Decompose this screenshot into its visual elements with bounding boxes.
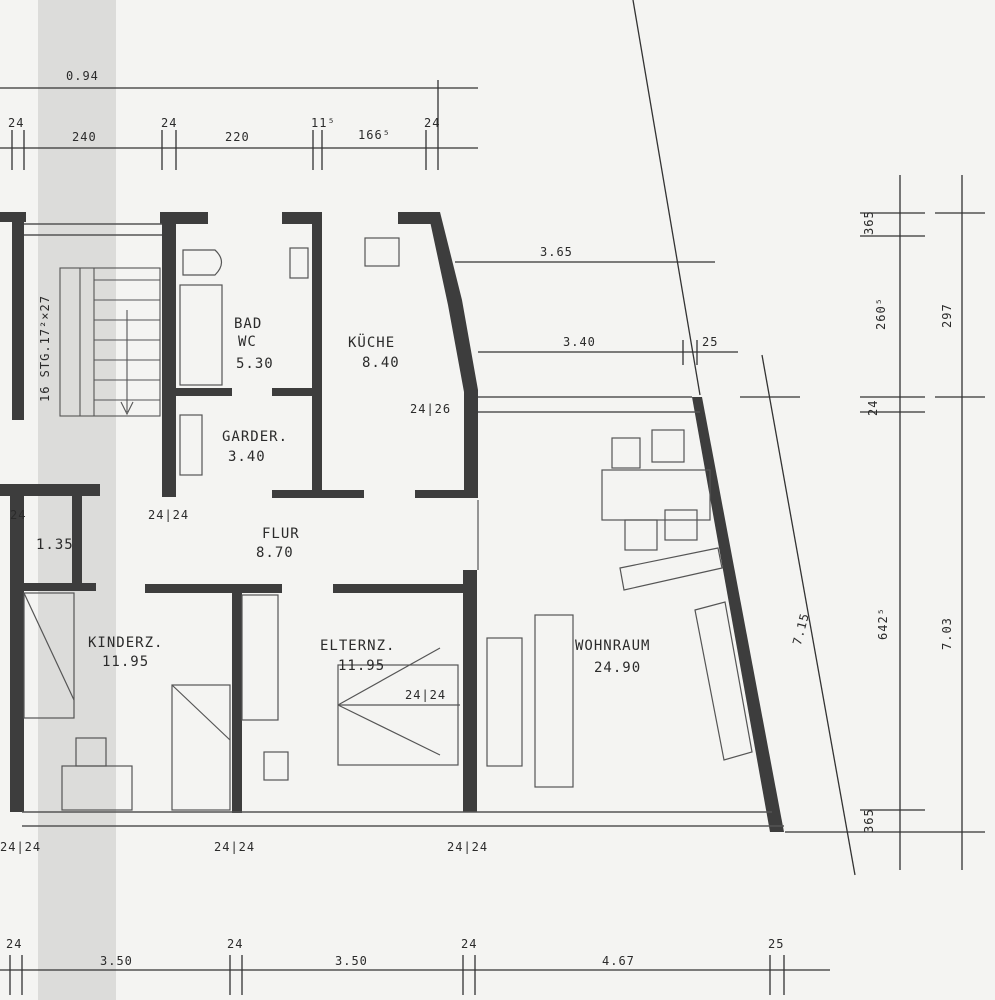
dim-top-220: 220 xyxy=(225,130,250,144)
dim-bot-25: 25 xyxy=(768,937,785,951)
wall-24-24-d: 24|24 xyxy=(214,840,256,854)
dim-right-365-bot: 365 xyxy=(862,808,876,833)
dim-bot-4-67: 4.67 xyxy=(602,954,635,968)
wall-24-24-a: 24|24 xyxy=(148,508,190,522)
dim-top-24-b: 24 xyxy=(161,116,178,130)
dim-25: 25 xyxy=(702,335,719,349)
dim-right-365-top: 365 xyxy=(862,210,876,235)
wall-24-26: 24|26 xyxy=(410,402,452,416)
dim-top-11-5: 11⁵ xyxy=(311,116,336,130)
wall-24-24-e: 24|24 xyxy=(447,840,489,854)
dim-right-703: 7.03 xyxy=(940,617,954,650)
room-name-bad: BAD xyxy=(234,316,263,332)
room-name-elternz: ELTERNZ. xyxy=(320,638,396,654)
room-area-flur: 8.70 xyxy=(256,545,294,561)
dim-3-40: 3.40 xyxy=(563,335,596,349)
room-name-garder: GARDER. xyxy=(222,429,289,445)
fixtures xyxy=(23,237,753,811)
stair-note: 16 STG.17²×27 xyxy=(38,295,52,402)
dim-top-166-5: 166⁵ xyxy=(358,128,391,142)
room-area-kinderz: 11.95 xyxy=(102,654,150,670)
dim-bot-24-c: 24 xyxy=(461,937,478,951)
outer-lines xyxy=(22,223,784,827)
wall-24-24-c: 24|24 xyxy=(0,840,42,854)
dim-bot-3-50-a: 3.50 xyxy=(100,954,133,968)
dim-bot-24-b: 24 xyxy=(227,937,244,951)
dim-bot-24-a: 24 xyxy=(6,937,23,951)
dim-top-240: 240 xyxy=(72,130,97,144)
room-name-kinderz: KINDERZ. xyxy=(88,635,164,651)
walls xyxy=(0,212,784,832)
dim-right-642-5: 642⁵ xyxy=(876,607,890,640)
room-area-small: 1.35 xyxy=(36,537,74,553)
room-name-flur: FLUR xyxy=(262,526,300,542)
dim-bot-3-50-b: 3.50 xyxy=(335,954,368,968)
room-name-kueche: KÜCHE xyxy=(348,335,396,351)
room-label-wc: WC xyxy=(238,334,257,350)
wall-24-left: 24 xyxy=(10,508,27,522)
room-area-elternz: 11.95 xyxy=(338,658,386,674)
room-area-kueche: 8.40 xyxy=(362,355,400,371)
room-area-garder: 3.40 xyxy=(228,449,266,465)
dim-3-65: 3.65 xyxy=(540,245,573,259)
dim-right-260-5: 260⁵ xyxy=(874,297,888,330)
dim-right-24: 24 xyxy=(866,399,880,416)
room-area-wohnraum: 24.90 xyxy=(594,660,642,676)
dim-top-24-a: 24 xyxy=(8,116,25,130)
room-name-wohnraum: WOHNRAUM xyxy=(575,638,651,654)
stairs xyxy=(59,267,161,417)
dim-top-24-c: 24 xyxy=(424,116,441,130)
dim-right-297: 297 xyxy=(940,303,954,328)
wall-24-24-b: 24|24 xyxy=(405,688,447,702)
dim-top-overall: 0.94 xyxy=(66,69,99,83)
room-area-bad: 5.30 xyxy=(236,356,274,372)
